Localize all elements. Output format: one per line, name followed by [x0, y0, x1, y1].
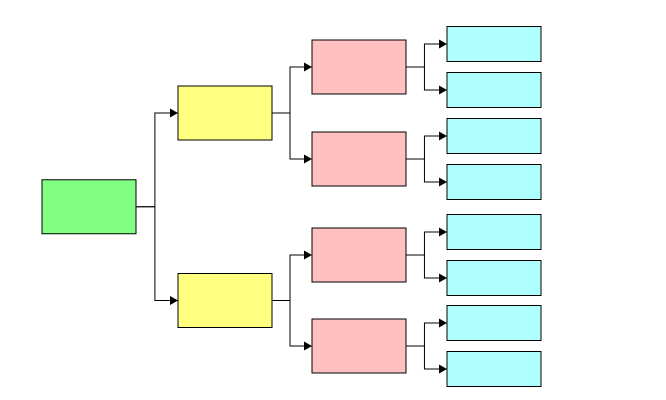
node-box-r-1-1 [311, 318, 407, 374]
arrowhead-r-1-0-0 [439, 227, 447, 237]
connector-r-0-1-0 [406, 135, 439, 160]
arrowhead-r-0-1-1 [439, 177, 447, 187]
node-level2-r-1-0 [311, 227, 407, 283]
connector-r-1-0-0 [406, 231, 439, 256]
connector-r-0-1-1 [406, 158, 439, 183]
arrowhead-r-1 [170, 296, 178, 305]
arrowhead-r-0-1 [304, 154, 312, 164]
connector-r-1 [136, 206, 170, 301]
connector-r-1-1 [272, 300, 304, 347]
connectors-layer [136, 39, 447, 374]
node-level3-r-1-0-1 [446, 260, 542, 296]
connector-r-1-0-1 [406, 254, 439, 279]
arrowhead-r-0-0 [304, 62, 312, 72]
node-box-r-1-1-1 [446, 351, 542, 387]
arrowhead-r-1-1-1 [439, 364, 447, 374]
arrowhead-r-1-0 [304, 250, 312, 260]
node-box-r-1 [177, 273, 273, 328]
node-box-r-1-0-1 [446, 260, 542, 296]
node-level2-r-1-1 [311, 318, 407, 374]
node-box-r-0 [177, 85, 273, 141]
node-box-r-0-0-1 [446, 72, 542, 108]
arrowhead-r-0-0-1 [439, 85, 447, 95]
connector-r-0-0-0 [406, 43, 439, 68]
node-box-r-1-0-0 [446, 214, 542, 250]
node-box-r-0-1-1 [446, 164, 542, 200]
arrowhead-r-1-1-0 [439, 318, 447, 328]
arrowhead-r-0-0-0 [439, 39, 447, 49]
node-box-r-0-0-0 [446, 26, 542, 62]
connector-r-0-0 [272, 66, 304, 114]
connector-r-0-0-1 [406, 66, 439, 91]
connector-r-1-1-0 [406, 322, 439, 347]
node-level3-r-1-1-1 [446, 351, 542, 387]
node-box-r-0-1-0 [446, 118, 542, 154]
node-box-r-1-1-0 [446, 305, 542, 341]
connector-r-0-1 [272, 112, 304, 160]
arrowhead-r-0 [170, 108, 178, 118]
node-level3-r-1-0-0 [446, 214, 542, 250]
connector-r-0 [136, 112, 170, 208]
node-box-r-1-0 [311, 227, 407, 283]
node-box-r-0-1 [311, 131, 407, 187]
arrowhead-r-1-0-1 [439, 273, 447, 283]
node-level3-r-0-0-0 [446, 26, 542, 62]
node-level3-r-0-1-0 [446, 118, 542, 154]
node-box-r [41, 179, 137, 235]
node-root-r [41, 179, 137, 235]
arrowhead-r-0-1-0 [439, 131, 447, 141]
connector-r-1-1-1 [406, 345, 439, 370]
connector-r-1-0 [272, 254, 304, 301]
node-level2-r-0-0 [311, 39, 407, 95]
node-level1-r-0 [177, 85, 273, 141]
node-level2-r-0-1 [311, 131, 407, 187]
node-level3-r-0-1-1 [446, 164, 542, 200]
node-level1-r-1 [177, 273, 273, 328]
node-level3-r-1-1-0 [446, 305, 542, 341]
nodes-layer [41, 26, 542, 387]
arrowhead-r-1-1 [304, 341, 312, 351]
node-level3-r-0-0-1 [446, 72, 542, 108]
node-box-r-0-0 [311, 39, 407, 95]
